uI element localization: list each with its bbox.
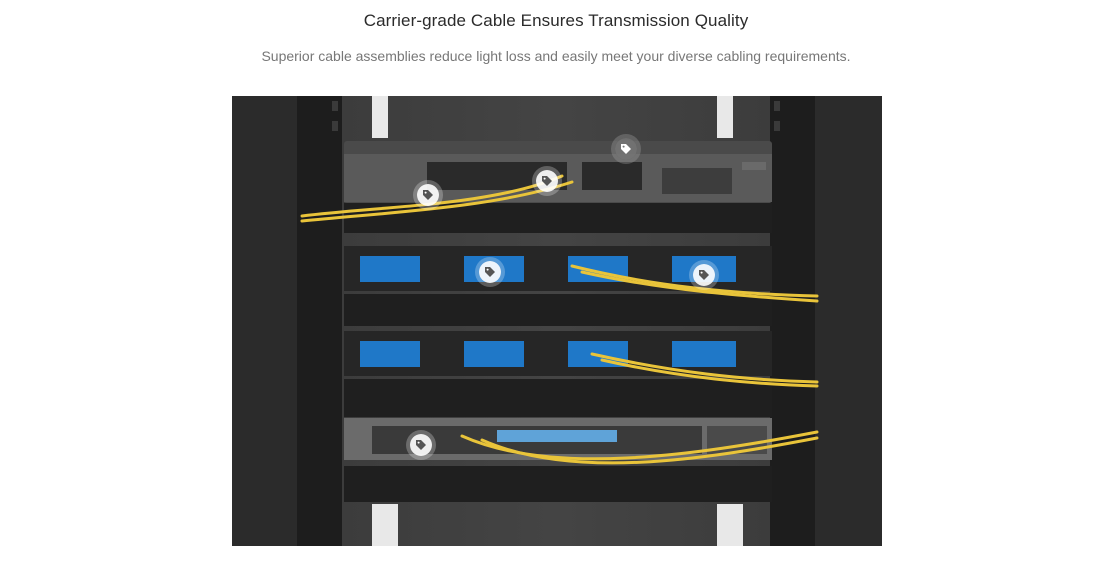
hotspot-tag-3[interactable] (615, 138, 637, 160)
tag-icon (485, 267, 495, 277)
hotspot-tag-1[interactable] (417, 184, 439, 206)
page-title: Carrier-grade Cable Ensures Transmission… (363, 11, 749, 30)
hotspot-tag-6[interactable] (410, 434, 432, 456)
left-rail (297, 96, 342, 546)
tag-icon (416, 440, 426, 450)
fiber-cables (300, 174, 819, 465)
page-subtitle: Superior cable assemblies reduce light l… (261, 48, 851, 64)
tag-icon (542, 176, 552, 186)
rail-holes (332, 101, 780, 131)
tag-icon (423, 190, 433, 200)
right-rail (770, 96, 815, 546)
adapters-row-1 (360, 256, 736, 282)
hotspot-tag-5[interactable] (693, 264, 715, 286)
rack-illustration (232, 96, 882, 546)
rail-square-holes (372, 96, 743, 546)
rack-photo (232, 96, 882, 546)
hotspot-tag-4[interactable] (479, 261, 501, 283)
tag-icon (621, 144, 631, 154)
adapters-row-2 (360, 341, 736, 367)
hotspot-tag-2[interactable] (536, 170, 558, 192)
tag-icon (699, 270, 709, 280)
